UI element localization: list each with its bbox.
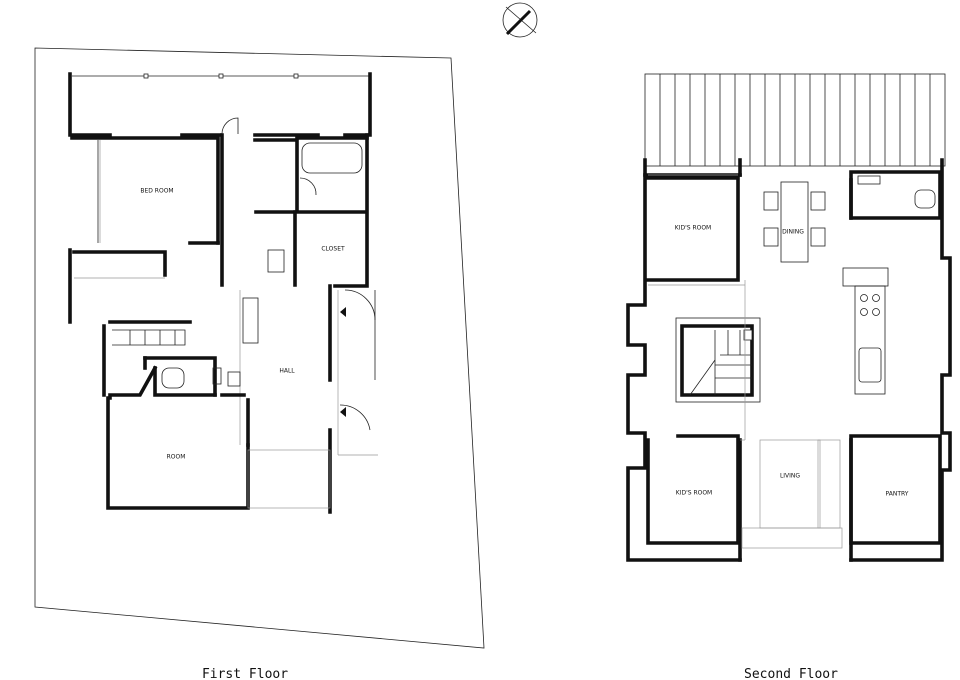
- room-label-living: LIVING: [780, 473, 800, 480]
- floor-label-second: Second Floor: [744, 667, 838, 680]
- room-label-pantry: PANTRY: [886, 491, 909, 498]
- site-boundary: [34, 47, 485, 649]
- roof-slats: [644, 73, 946, 167]
- stair-well: [675, 317, 761, 403]
- dining-table: [780, 181, 809, 263]
- north-arrow-icon: [502, 2, 538, 38]
- door-swing: [221, 117, 239, 135]
- room-label-closet: CLOSET: [321, 246, 345, 253]
- room-label-kids-room-1: KID'S ROOM: [675, 225, 711, 232]
- room-label-kids-room-2: KID'S ROOM: [676, 490, 712, 497]
- first-floor-plan: [34, 47, 485, 649]
- floor-label-first: First Floor: [202, 667, 288, 680]
- bathtub: [301, 142, 363, 174]
- room-label-hall: HALL: [279, 368, 295, 375]
- kitchen-counter: [854, 285, 886, 395]
- room-label-room: ROOM: [167, 454, 186, 461]
- second-floor-plan: [626, 73, 952, 562]
- room-label-bed-room: BED ROOM: [140, 188, 173, 195]
- room-label-dining: DINING: [782, 229, 804, 236]
